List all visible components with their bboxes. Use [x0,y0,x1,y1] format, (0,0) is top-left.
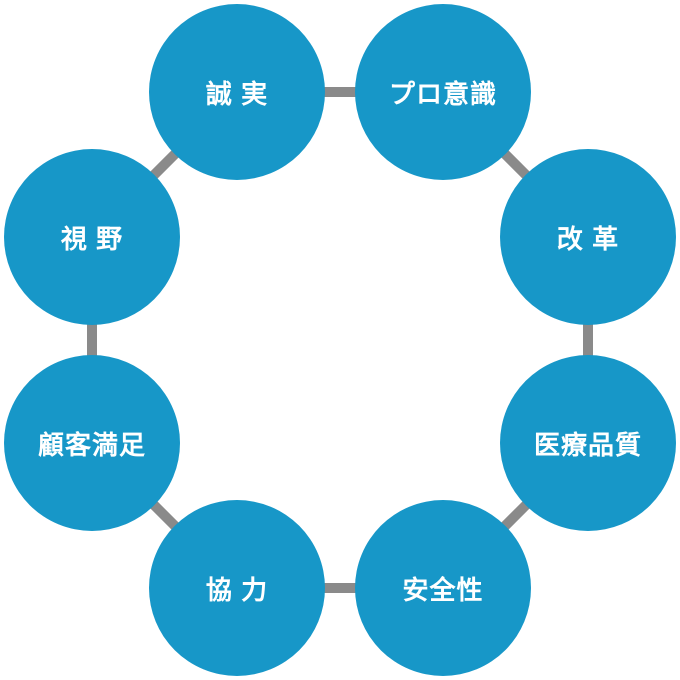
node-perspective: 視 野 [4,149,180,325]
node-cooperation-label: 協 力 [205,574,269,605]
node-safety: 安全性 [355,500,531,676]
node-perspective-label: 視 野 [60,223,124,254]
node-integrity-label: 誠 実 [205,78,269,109]
node-professionalism-label: プロ意識 [388,78,497,109]
node-safety-label: 安全性 [402,574,484,605]
node-innovation-label: 改 革 [556,223,620,254]
node-cooperation: 協 力 [149,500,325,676]
node-innovation: 改 革 [500,149,676,325]
node-customer-satisfaction: 顧客満足 [4,355,180,531]
node-professionalism: プロ意識 [355,4,531,180]
node-medical-quality: 医療品質 [500,355,676,531]
node-integrity: 誠 実 [149,4,325,180]
node-medical-quality-label: 医療品質 [533,429,642,460]
node-customer-satisfaction-label: 顧客満足 [37,429,146,460]
